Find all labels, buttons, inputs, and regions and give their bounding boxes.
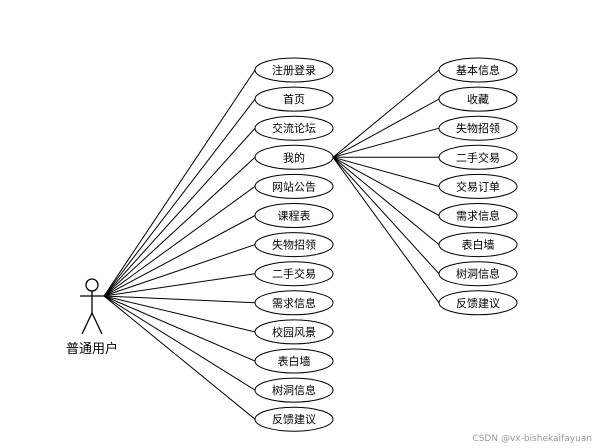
use-case-ellipse: [254, 115, 334, 141]
sub-use-case-ellipse: [438, 290, 518, 316]
actor-association-lines: [103, 69, 256, 420]
sub-association-line: [332, 157, 440, 304]
use-case-label: 交流论坛: [272, 121, 316, 135]
actor-left-leg: [81, 312, 93, 335]
sub-use-case[interactable]: 交易订单: [438, 173, 518, 199]
actor-association-line: [103, 215, 256, 297]
use-case[interactable]: 交流论坛: [254, 115, 334, 141]
actor-association-line: [103, 295, 256, 304]
sub-association-lines: [332, 69, 440, 304]
use-case[interactable]: 课程表: [254, 203, 334, 228]
sub-use-case[interactable]: 表白墙: [438, 232, 518, 258]
use-case[interactable]: 二手交易: [254, 261, 334, 287]
use-case-ellipse: [254, 319, 334, 345]
use-case[interactable]: 反馈建议: [254, 406, 334, 432]
sub-use-case-label: 失物招领: [456, 121, 500, 135]
watermark: CSDN @vx-bishekaifayuan: [472, 434, 592, 444]
sub-use-case-ellipse: [438, 173, 518, 199]
use-case-label: 失物招领: [272, 238, 316, 252]
actor-association-line: [103, 273, 256, 297]
actor-head: [85, 278, 99, 292]
actor-name: 普通用户: [66, 341, 118, 357]
sub-use-case-label: 表白墙: [462, 238, 495, 252]
actor-association-line: [103, 295, 256, 420]
use-case-label: 二手交易: [272, 267, 316, 281]
use-case[interactable]: 需求信息: [254, 290, 334, 316]
sub-use-case-ellipse: [438, 86, 518, 112]
sub-use-case[interactable]: 失物招领: [438, 115, 518, 141]
use-case-ellipse: [254, 232, 334, 258]
actor-association-line: [103, 185, 256, 297]
sub-use-case-ellipse: [438, 261, 518, 287]
sub-association-line: [332, 156, 440, 275]
use-case-group: 注册登录首页交流论坛我的网站公告课程表失物招领二手交易需求信息校园风景表白墙树洞…: [254, 57, 334, 432]
actor-association-line: [103, 98, 256, 297]
use-case[interactable]: 注册登录: [254, 57, 334, 83]
sub-use-case-label: 收藏: [467, 92, 489, 106]
sub-association-line: [332, 69, 440, 158]
use-case-ellipse: [254, 406, 334, 432]
sub-use-case-label: 树洞信息: [456, 267, 500, 281]
use-case[interactable]: 校园风景: [254, 319, 334, 345]
actor-association-line: [103, 244, 256, 297]
use-case-label: 网站公告: [272, 179, 316, 193]
sub-use-case-label: 交易订单: [456, 179, 500, 193]
use-case-label: 树洞信息: [272, 383, 316, 397]
use-case-label: 表白墙: [278, 354, 311, 368]
use-case[interactable]: 首页: [254, 86, 334, 112]
sub-association-line: [332, 156, 440, 216]
sub-use-case-label: 反馈建议: [456, 296, 500, 310]
use-case-label: 课程表: [278, 209, 311, 223]
actor-association-line: [103, 127, 256, 297]
actor-association-line: [103, 295, 256, 391]
use-case-ellipse: [254, 144, 334, 170]
use-case[interactable]: 网站公告: [254, 173, 334, 199]
sub-use-case-ellipse: [438, 115, 518, 141]
actor-association-line: [103, 156, 256, 297]
use-case-ellipse: [254, 173, 334, 199]
sub-association-line: [332, 127, 440, 158]
use-case-ellipse: [254, 261, 334, 287]
use-case[interactable]: 失物招领: [254, 232, 334, 258]
sub-use-case[interactable]: 树洞信息: [438, 261, 518, 287]
sub-use-case-label: 需求信息: [456, 209, 500, 223]
actor-association-line: [103, 69, 256, 297]
actor-right-leg: [91, 312, 103, 335]
sub-association-line: [332, 98, 440, 158]
use-case-ellipse: [254, 203, 334, 228]
sub-use-case[interactable]: 反馈建议: [438, 290, 518, 316]
actor-figure: 普通用户: [66, 278, 118, 357]
use-case-ellipse: [254, 57, 334, 83]
use-case-label: 需求信息: [272, 296, 316, 310]
sub-use-case-ellipse: [438, 203, 518, 228]
sub-use-case[interactable]: 收藏: [438, 86, 518, 112]
use-case-ellipse: [254, 86, 334, 112]
use-case-ellipse: [254, 290, 334, 316]
use-case[interactable]: 表白墙: [254, 348, 334, 374]
sub-use-case-ellipse: [438, 57, 518, 83]
use-case-ellipse: [254, 348, 334, 374]
use-case-label: 我的: [283, 150, 305, 164]
actor-association-line: [103, 295, 256, 362]
sub-use-case-ellipse: [438, 232, 518, 258]
sub-use-case[interactable]: 基本信息: [438, 57, 518, 83]
sub-association-line: [332, 156, 440, 245]
use-case[interactable]: 我的: [254, 144, 334, 170]
sub-use-case[interactable]: 需求信息: [438, 203, 518, 228]
sub-use-case-ellipse: [438, 144, 518, 170]
sub-use-case-label: 基本信息: [456, 63, 500, 77]
sub-association-line: [332, 156, 440, 187]
actor-association-line: [103, 295, 256, 333]
use-case-label: 首页: [283, 92, 305, 106]
use-case-label: 校园风景: [272, 325, 316, 339]
use-case-ellipse: [254, 377, 334, 403]
use-case[interactable]: 树洞信息: [254, 377, 334, 403]
sub-use-case-label: 二手交易: [456, 150, 500, 164]
sub-use-case[interactable]: 二手交易: [438, 144, 518, 170]
use-case-label: 反馈建议: [272, 412, 316, 426]
use-case-label: 注册登录: [272, 63, 316, 77]
